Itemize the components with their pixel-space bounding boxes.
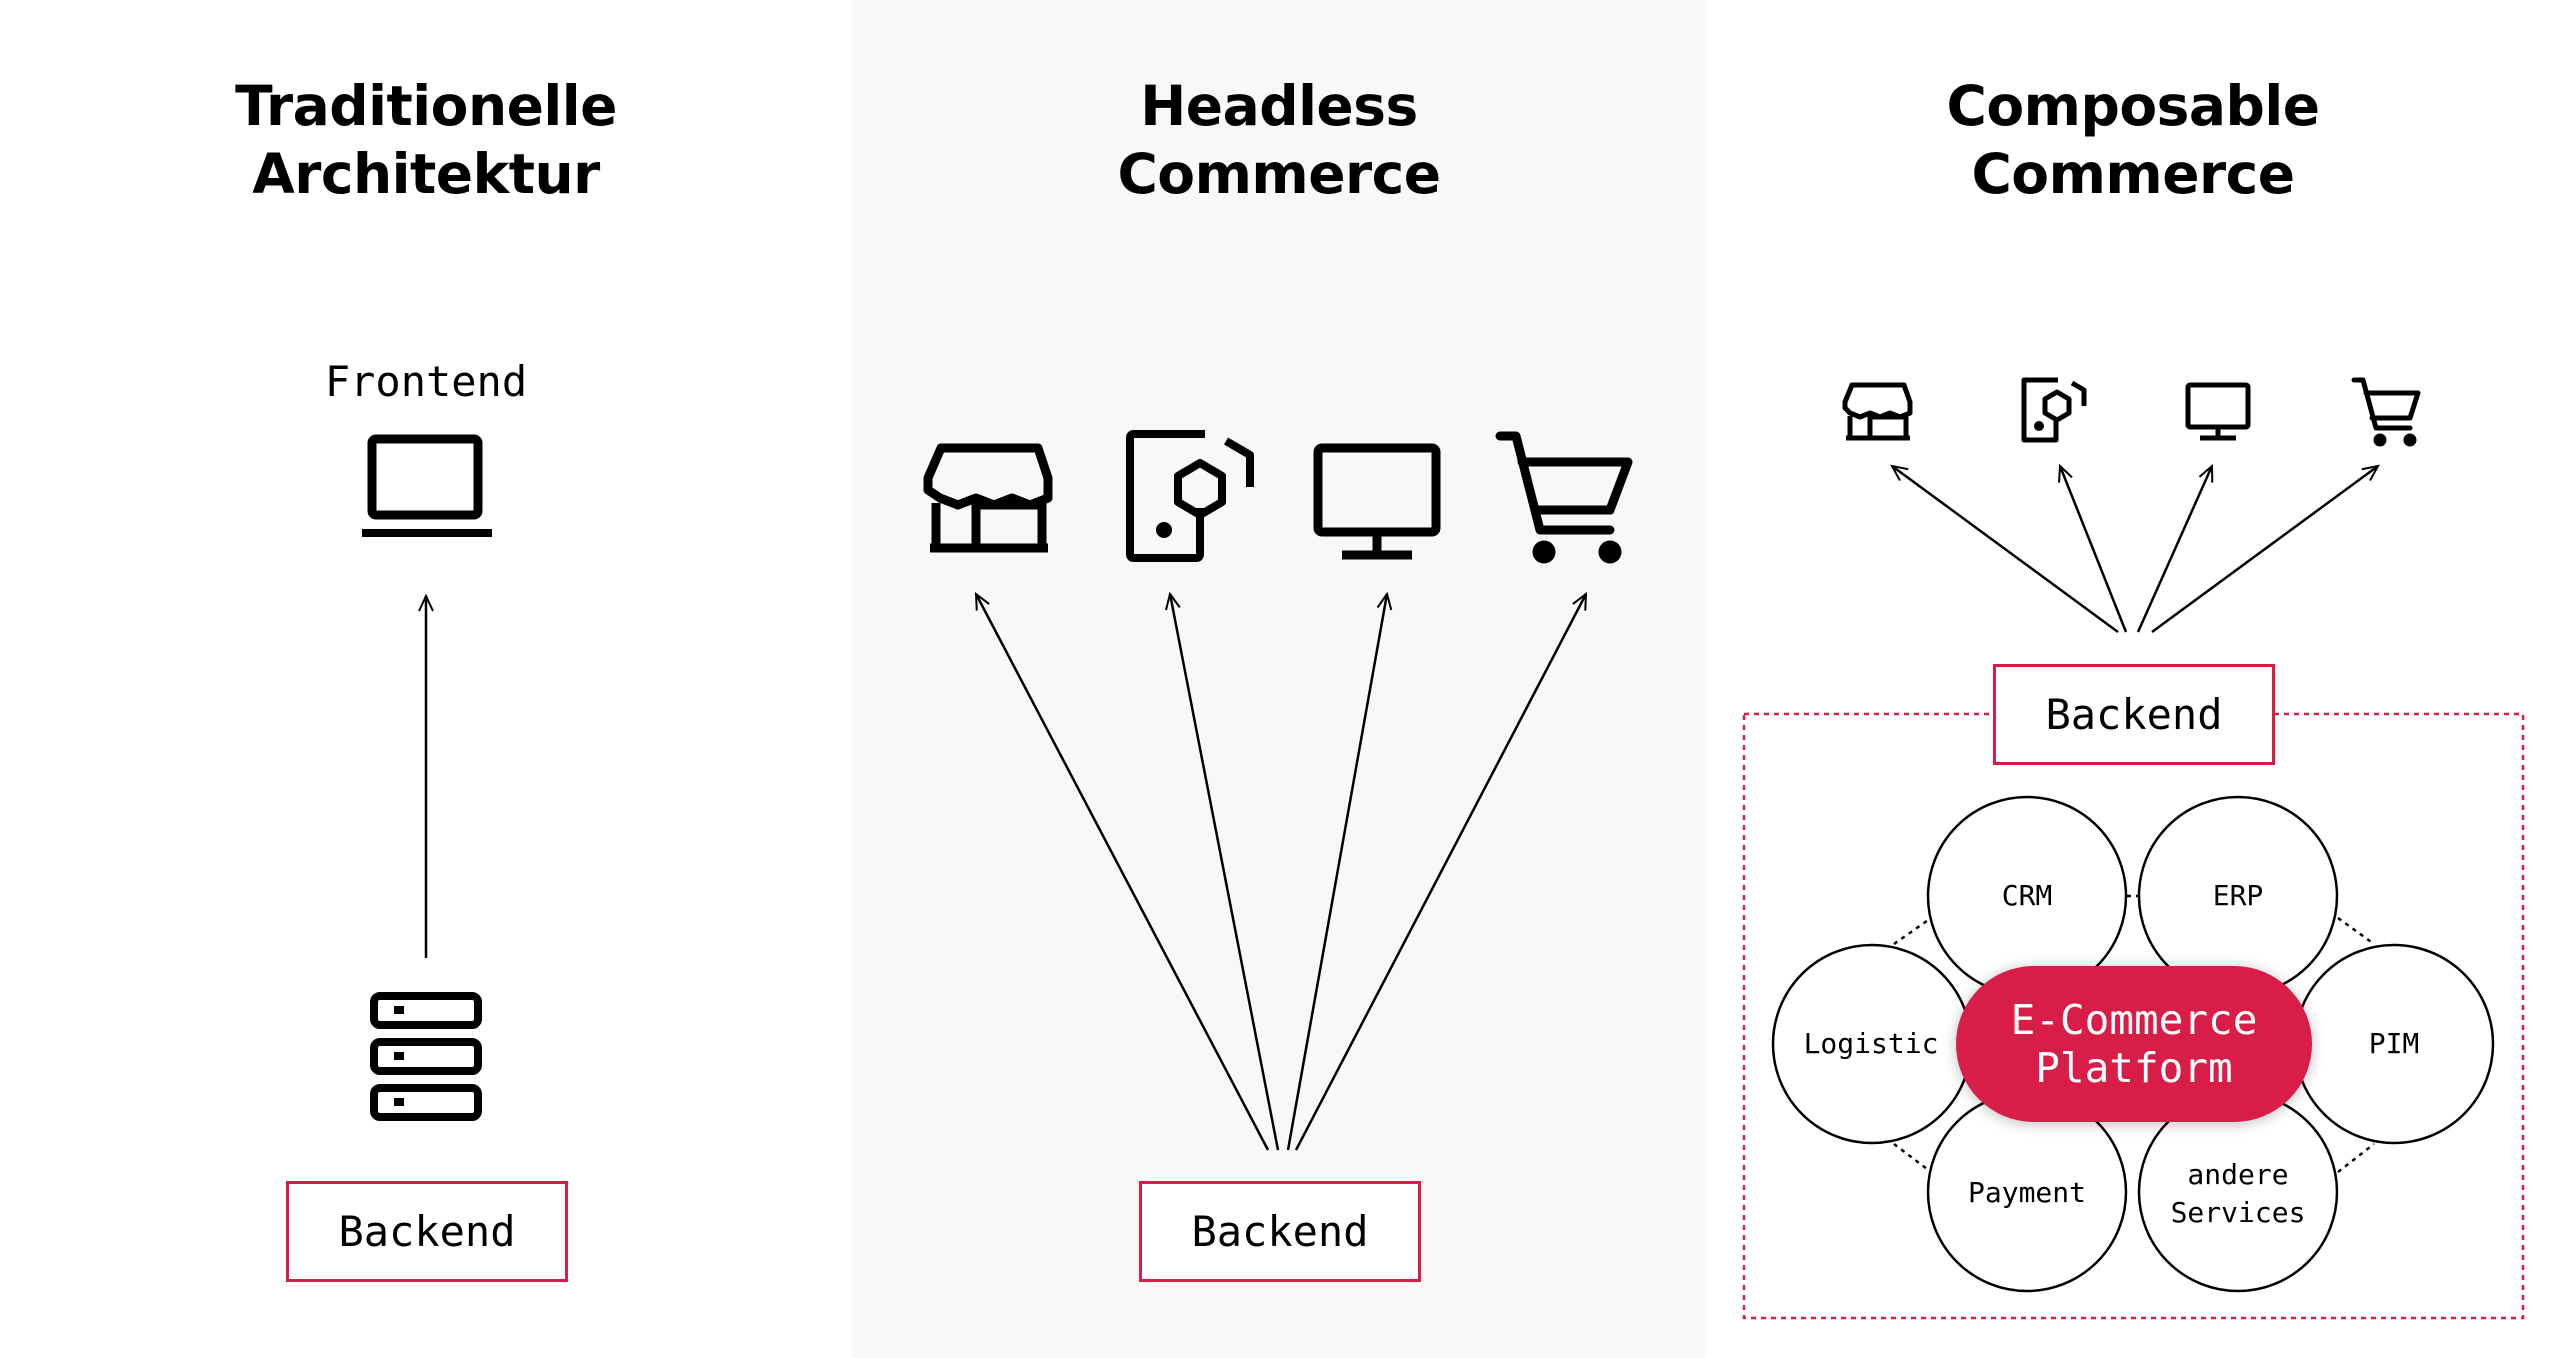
- andere-services-label: andere Services: [2170, 1158, 2306, 1229]
- pim-label: PIM: [2368, 1027, 2420, 1060]
- traditional-backend-box: Backend: [286, 1181, 568, 1282]
- headless-title: Headless Commerce: [1117, 74, 1441, 206]
- ecommerce-platform-pill: E-Commerce Platform: [1956, 966, 2312, 1122]
- headless-backend-box: Backend: [1139, 1181, 1421, 1282]
- traditional-architecture-column: Traditionelle Architektur Frontend: [0, 0, 852, 1358]
- payment-label: Payment: [1967, 1176, 2087, 1209]
- composable-title: Composable Commerce: [1946, 74, 2321, 206]
- composable-backend-box: Backend: [1993, 664, 2275, 765]
- headless-commerce-column: Headless Commerce: [852, 0, 1706, 1358]
- traditional-title: Traditionelle Architektur: [235, 74, 617, 206]
- logistic-label: Logistic: [1803, 1027, 1939, 1060]
- crm-label: CRM: [2001, 879, 2053, 912]
- erp-label: ERP: [2212, 879, 2264, 912]
- frontend-label: Frontend: [324, 357, 528, 406]
